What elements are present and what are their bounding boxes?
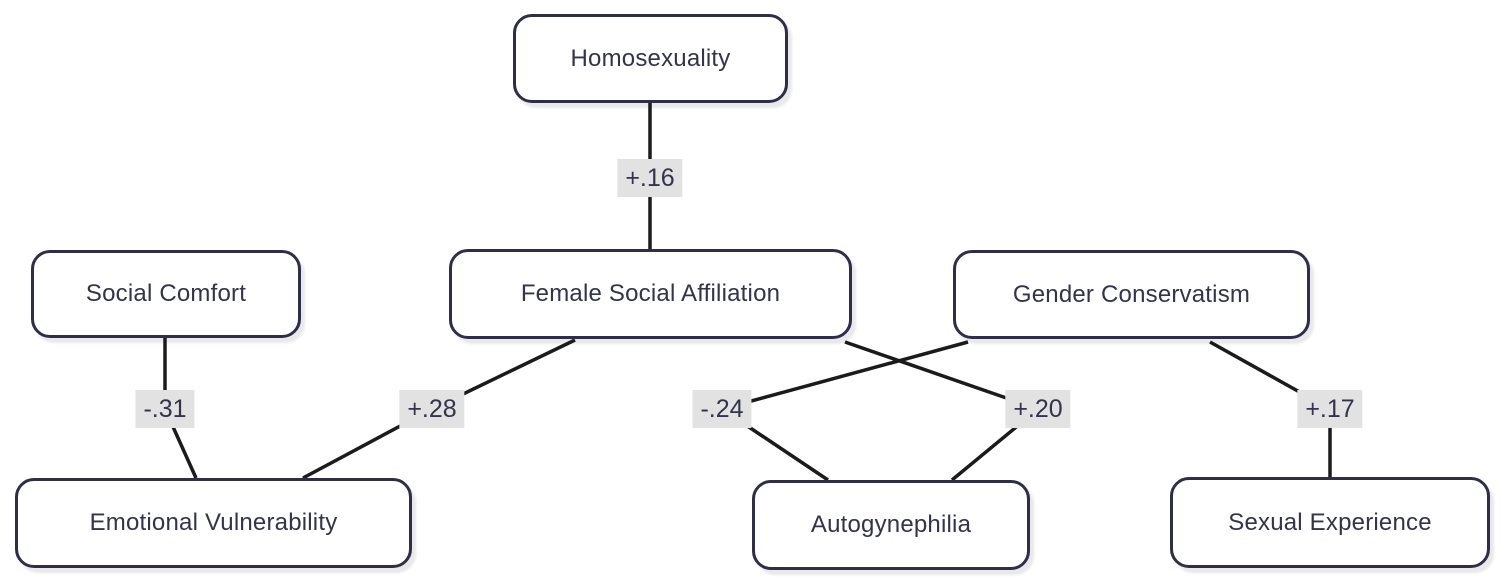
node-gender-conservatism: Gender Conservatism (953, 250, 1310, 339)
edge-weight-social-comfort-emotional-vulnerability: -.31 (135, 390, 195, 428)
node-female-social-affiliation: Female Social Affiliation (449, 249, 852, 339)
edge-weight-female-social-affiliation-emotional-vulnerability: +.28 (399, 390, 465, 428)
node-female-social-affiliation-label: Female Social Affiliation (520, 280, 781, 307)
edge-weight-female-social-affiliation-autogynephilia: +.20 (1005, 390, 1071, 428)
node-autogynephilia-label: Autogynephilia (810, 511, 972, 538)
node-gender-conservatism-label: Gender Conservatism (1012, 280, 1251, 308)
node-homosexuality-label: Homosexuality (570, 44, 731, 72)
node-sexual-experience-label: Sexual Experience (1228, 508, 1432, 536)
node-social-comfort: Social Comfort (31, 250, 301, 338)
edge-weight-gender-conservatism-sexual-experience: +.17 (1297, 390, 1363, 428)
node-autogynephilia: Autogynephilia (752, 480, 1030, 570)
node-emotional-vulnerability-label: Emotional Vulnerability (89, 509, 338, 536)
node-emotional-vulnerability: Emotional Vulnerability (15, 478, 412, 568)
node-social-comfort-label: Social Comfort (85, 280, 247, 307)
node-homosexuality: Homosexuality (513, 14, 788, 103)
node-sexual-experience: Sexual Experience (1170, 477, 1490, 568)
edge-weight-gender-conservatism-autogynephilia: -.24 (692, 390, 752, 428)
edge-weight-homosexuality-female-social-affiliation: +.16 (617, 159, 683, 197)
edge-gender-conservatism-autogynephilia (720, 340, 969, 482)
